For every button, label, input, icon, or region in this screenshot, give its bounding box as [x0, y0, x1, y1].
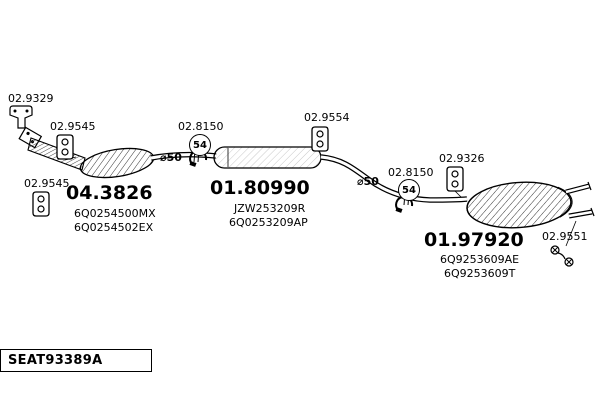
part-number-rear-muffler: 01.97920 [424, 229, 524, 251]
tailpipes [565, 181, 595, 219]
catalytic-converter [79, 147, 155, 179]
callout-mid-diameter: ⌀50 [160, 151, 182, 164]
rubber-hanger-icon [56, 134, 74, 160]
callout-front-hanger-lower: 02.9545 [24, 177, 70, 190]
part-code: 6Q0254502EX [74, 221, 154, 234]
rubber-hanger-icon [311, 126, 329, 152]
callout-front-hanger-upper: 02.9545 [50, 120, 96, 133]
part-code: JZW253209R [234, 202, 306, 215]
callout-tail-bracket: 02.9551 [542, 230, 588, 243]
rear-muffler [466, 181, 573, 229]
rubber-hanger-icon [32, 191, 50, 217]
drawing-number: SEAT93389A [8, 353, 103, 368]
part-code: 6Q9253609AE [440, 253, 520, 266]
drawing-number-box: SEAT93389A [0, 349, 152, 372]
clamp-size-badge: 54 [189, 134, 211, 156]
part-number-mid-silencer: 01.80990 [210, 177, 310, 199]
mounting-bracket-icon [9, 105, 33, 129]
callout-front-bracket: 02.9329 [8, 92, 54, 105]
part-number-catalyst: 04.3826 [66, 182, 153, 204]
callout-rear-diameter: ⌀50 [357, 175, 379, 188]
rubber-hanger-icon [446, 166, 464, 192]
part-code: 6Q0254500MX [74, 207, 156, 220]
clamp-size-badge: 54 [398, 179, 420, 201]
callout-rear-clamp: 02.8150 [388, 166, 434, 179]
part-code: 6Q9253609T [444, 267, 516, 280]
part-code: 6Q0253209AP [229, 216, 308, 229]
middle-silencer [213, 146, 322, 169]
callout-mid-clamp: 02.8150 [178, 120, 224, 133]
screw-bracket-icon [550, 245, 574, 267]
callout-rear-hanger: 02.9326 [439, 152, 485, 165]
callout-mid-hanger: 02.9554 [304, 111, 350, 124]
